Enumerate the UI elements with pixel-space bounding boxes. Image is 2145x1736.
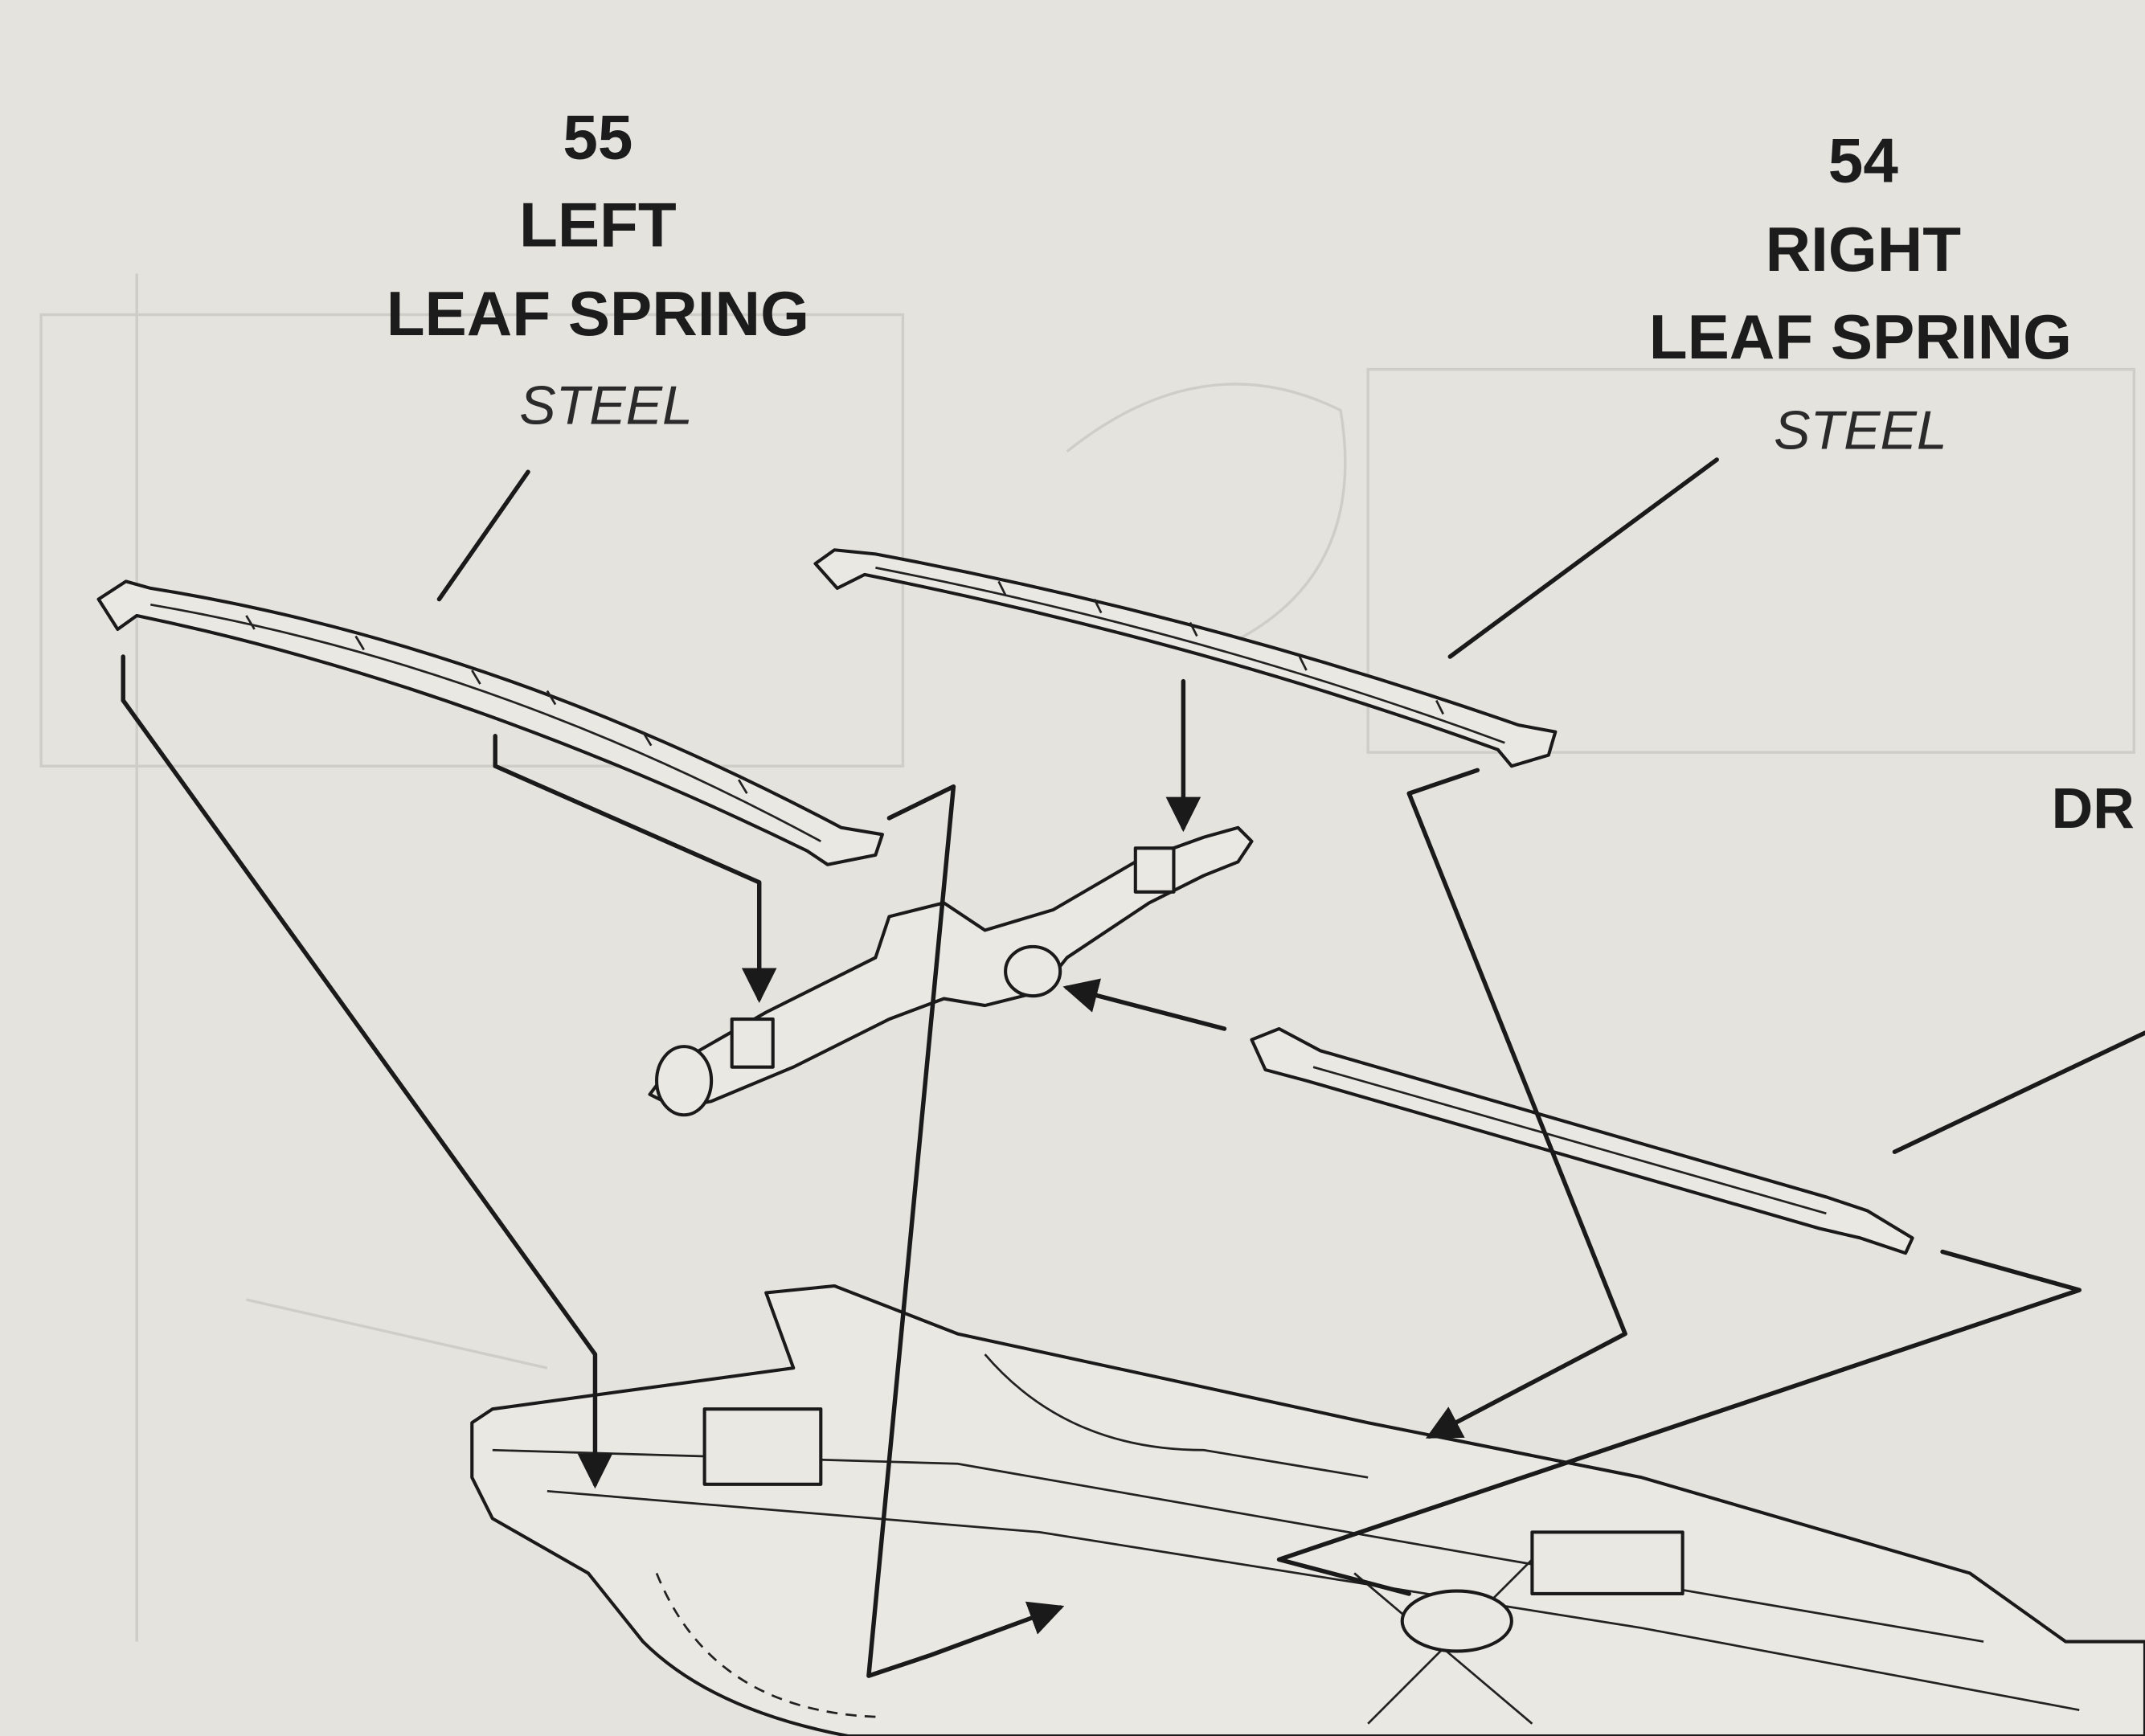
part-number: 54 xyxy=(1828,125,1899,195)
label-left-leaf-spring: 55 LEFT LEAF SPRING STEEL xyxy=(387,101,809,436)
part-name: LEAF SPRING xyxy=(1649,301,2072,372)
part-name: LEAF SPRING xyxy=(387,278,809,349)
left-leaf-spring xyxy=(96,579,884,866)
part-side: LEFT xyxy=(519,189,677,260)
label-right-leaf-spring: 54 RIGHT LEAF SPRING STEEL xyxy=(1649,125,2072,461)
driveshaft xyxy=(1250,1026,1914,1255)
label-driveshaft-cutoff: DR xyxy=(2052,776,2135,841)
part-material: STEEL xyxy=(1774,399,1947,461)
right-leaf-spring xyxy=(813,548,1558,768)
part-side: RIGHT xyxy=(1766,214,1962,285)
bleed-through xyxy=(39,273,2136,1642)
part-number: 55 xyxy=(563,101,632,172)
part-material: STEEL xyxy=(519,375,693,436)
assembly-arrows xyxy=(121,654,2082,1678)
leader-lines xyxy=(436,457,2145,1154)
rear-axle xyxy=(648,825,1254,1117)
vehicle-frame xyxy=(470,1284,2145,1736)
